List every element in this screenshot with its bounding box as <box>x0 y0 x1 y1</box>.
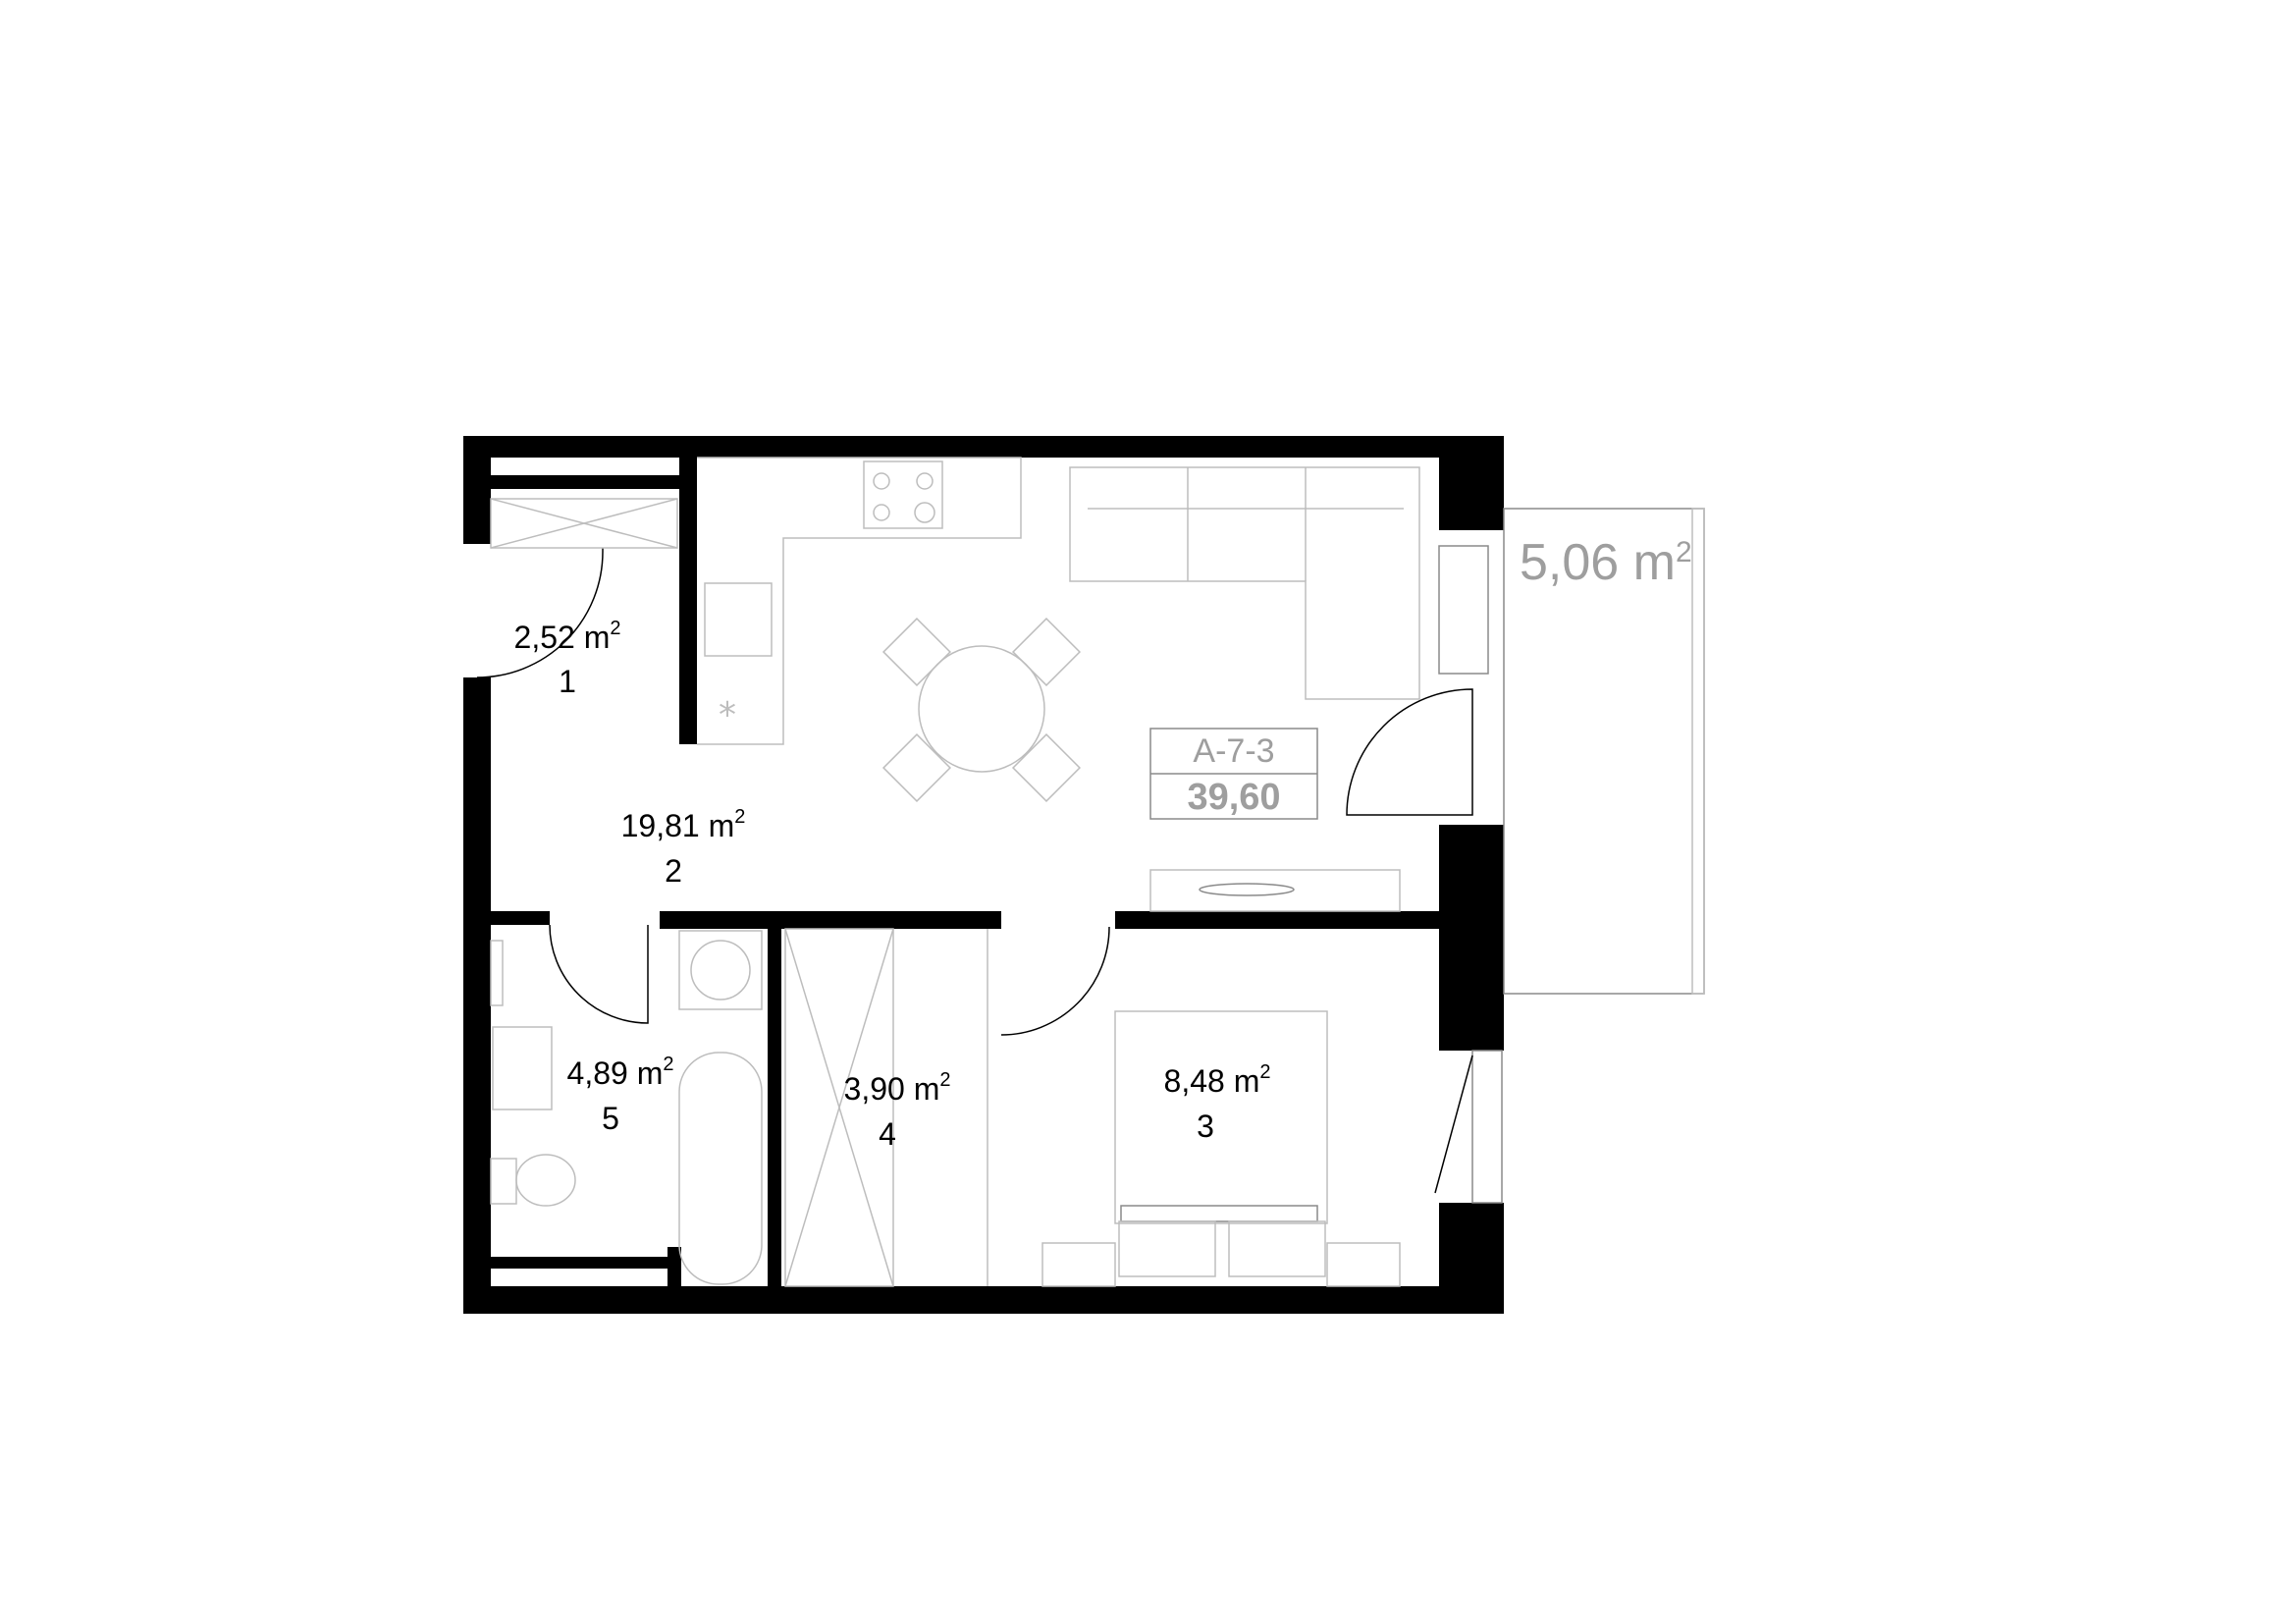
fridge-icon: * <box>719 695 736 735</box>
balcony: 5,06 m2 <box>1503 508 1705 995</box>
furniture-bedroom <box>1041 1010 1401 1287</box>
furniture-living: * <box>697 457 1420 912</box>
room-3-number: 3 <box>1197 1109 1214 1144</box>
nightstand <box>1041 1242 1116 1287</box>
wall-left-upper <box>463 436 491 544</box>
wall-right-mid <box>1439 825 1504 1051</box>
windows <box>1434 545 1503 1204</box>
room-labels: 2,52 m2 1 19,81 m2 2 8,48 m2 3 3,90 m2 4… <box>514 618 1271 1152</box>
room-1-number: 1 <box>559 664 576 699</box>
wardrobe-cross <box>784 928 894 1287</box>
balcony-rail <box>1691 508 1705 995</box>
closet-shelf <box>490 498 678 549</box>
wall-mid-b <box>660 911 1001 929</box>
wall-mid-a <box>491 911 550 925</box>
washbasin <box>492 1026 553 1110</box>
wall-left-lower <box>463 677 491 1314</box>
furniture-bathroom <box>490 930 763 1285</box>
door-bedroom <box>1000 926 1110 1036</box>
door-closet <box>476 548 604 678</box>
apartment-tag: A-7-3 39,60 <box>1149 728 1318 820</box>
cooktop-burner <box>873 504 890 521</box>
bed-pillow <box>1118 1220 1216 1277</box>
walls <box>463 436 1504 1314</box>
kitchen-counter <box>697 457 1022 745</box>
cooktop-icon <box>863 460 943 529</box>
cooktop-burner <box>914 502 935 523</box>
wall-closet-right <box>679 458 697 744</box>
room-1-area: 2,52 m2 <box>514 618 621 655</box>
room-2-number: 2 <box>665 853 682 889</box>
wall-right-lower <box>1439 1203 1504 1314</box>
cooktop-burner <box>873 472 890 490</box>
bed <box>1114 1010 1328 1224</box>
window-bedroom <box>1471 1050 1503 1204</box>
room-4-area: 3,90 m2 <box>844 1069 951 1107</box>
bed-headboard <box>1120 1205 1318 1222</box>
bath-radiator <box>490 940 504 1006</box>
nightstand <box>1326 1242 1401 1287</box>
door-balcony <box>1346 688 1473 816</box>
chair <box>1011 732 1082 803</box>
furniture-closet <box>490 498 678 549</box>
window-bedroom-sash <box>1434 1055 1473 1194</box>
toilet-tank <box>490 1158 517 1205</box>
closet-shelf-cross <box>490 498 678 549</box>
wall-closet-shelf <box>491 475 687 489</box>
bed-pillow <box>1228 1220 1326 1277</box>
corner-sofa <box>1069 466 1420 700</box>
room-2-area: 19,81 m2 <box>621 806 746 843</box>
dining-table <box>918 645 1045 773</box>
chair <box>1011 617 1082 687</box>
wall-right-upper <box>1439 436 1504 530</box>
wardrobe-unit <box>784 928 894 1287</box>
wall-mid-c <box>1115 911 1439 929</box>
washing-machine-drum <box>690 940 751 1001</box>
apartment-code: A-7-3 <box>1193 732 1274 770</box>
tv-stand <box>1149 869 1401 912</box>
cooktop-burner <box>916 472 934 490</box>
wall-bath-shelf <box>491 1257 667 1269</box>
chair <box>881 617 952 687</box>
door-bathroom <box>549 924 649 1024</box>
balcony-area-label: 5,06 m2 <box>1520 534 1692 591</box>
wall-top <box>463 436 1504 458</box>
tv-icon <box>1199 883 1295 896</box>
washing-machine-icon <box>678 930 763 1010</box>
apartment-total-area: 39,60 <box>1187 777 1280 818</box>
chair <box>881 732 952 803</box>
wall-bath-left-lip <box>667 1247 681 1288</box>
sink-icon <box>704 582 773 657</box>
room-5-area: 4,89 m2 <box>567 1054 674 1091</box>
doors <box>476 548 1473 1036</box>
room-3-area: 8,48 m2 <box>1164 1061 1271 1099</box>
furniture-wardrobe <box>784 928 988 1287</box>
bathtub <box>678 1052 763 1285</box>
window-living <box>1438 545 1489 675</box>
room-4-number: 4 <box>879 1116 896 1152</box>
room-5-number: 5 <box>602 1101 619 1136</box>
wall-bottom <box>463 1286 1504 1314</box>
wall-bath-right <box>768 925 781 1288</box>
toilet-icon <box>515 1154 576 1207</box>
